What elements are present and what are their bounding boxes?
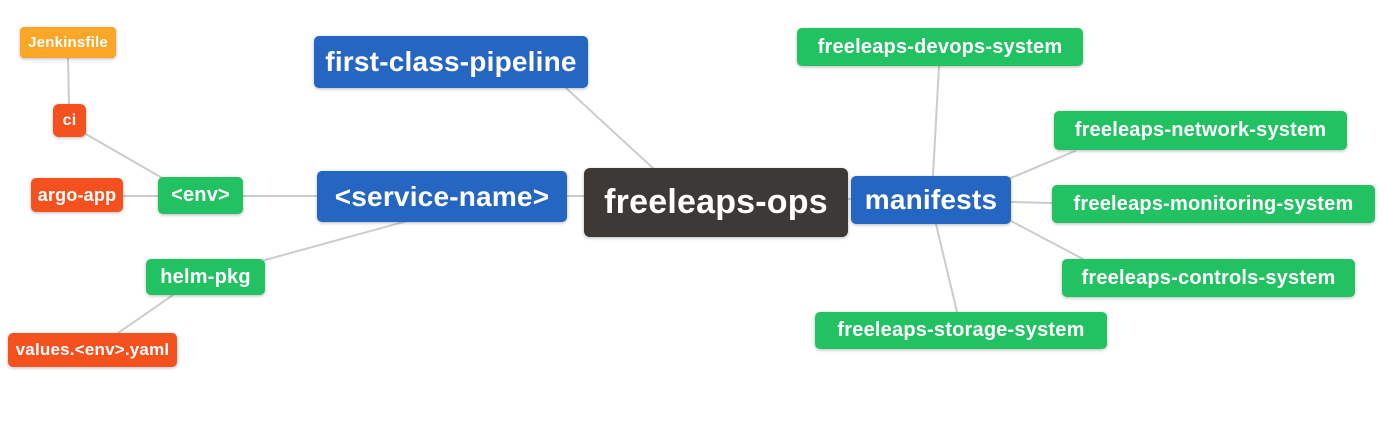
node-helm-pkg[interactable]: helm-pkg — [146, 259, 265, 295]
node-freeleaps-controls-system[interactable]: freeleaps-controls-system — [1062, 259, 1355, 297]
node-freeleaps-ops[interactable]: freeleaps-ops — [584, 168, 848, 237]
edge-helmpkg-servicename — [264, 220, 408, 261]
node-env[interactable]: <env> — [158, 177, 243, 214]
edge-manifests-devops — [932, 65, 940, 177]
edge-manifests-controls — [1010, 220, 1084, 260]
edge-helmpkg-values — [117, 294, 174, 334]
edge-manifests-network — [1010, 150, 1076, 179]
node-manifests[interactable]: manifests — [851, 176, 1011, 224]
node-freeleaps-devops-system[interactable]: freeleaps-devops-system — [797, 28, 1083, 66]
node-freeleaps-storage-system[interactable]: freeleaps-storage-system — [815, 312, 1107, 349]
node-freeleaps-network-system[interactable]: freeleaps-network-system — [1054, 111, 1347, 150]
node-argo-app[interactable]: argo-app — [31, 178, 123, 212]
node-jenkinsfile[interactable]: Jenkinsfile — [20, 27, 116, 58]
node-ci[interactable]: ci — [53, 104, 86, 137]
node-freeleaps-monitoring-system[interactable]: freeleaps-monitoring-system — [1052, 185, 1375, 223]
node-service-name[interactable]: <service-name> — [317, 171, 567, 222]
edge-jenkinsfile-ci — [67, 57, 70, 105]
edge-manifests-storage — [935, 223, 958, 313]
edge-pipeline-ops — [565, 87, 656, 171]
node-values-env-yaml[interactable]: values.<env>.yaml — [8, 333, 177, 367]
edge-ci-env — [83, 132, 165, 180]
node-first-class-pipeline[interactable]: first-class-pipeline — [314, 36, 588, 88]
edge-manifests-monitoring — [1010, 201, 1053, 204]
